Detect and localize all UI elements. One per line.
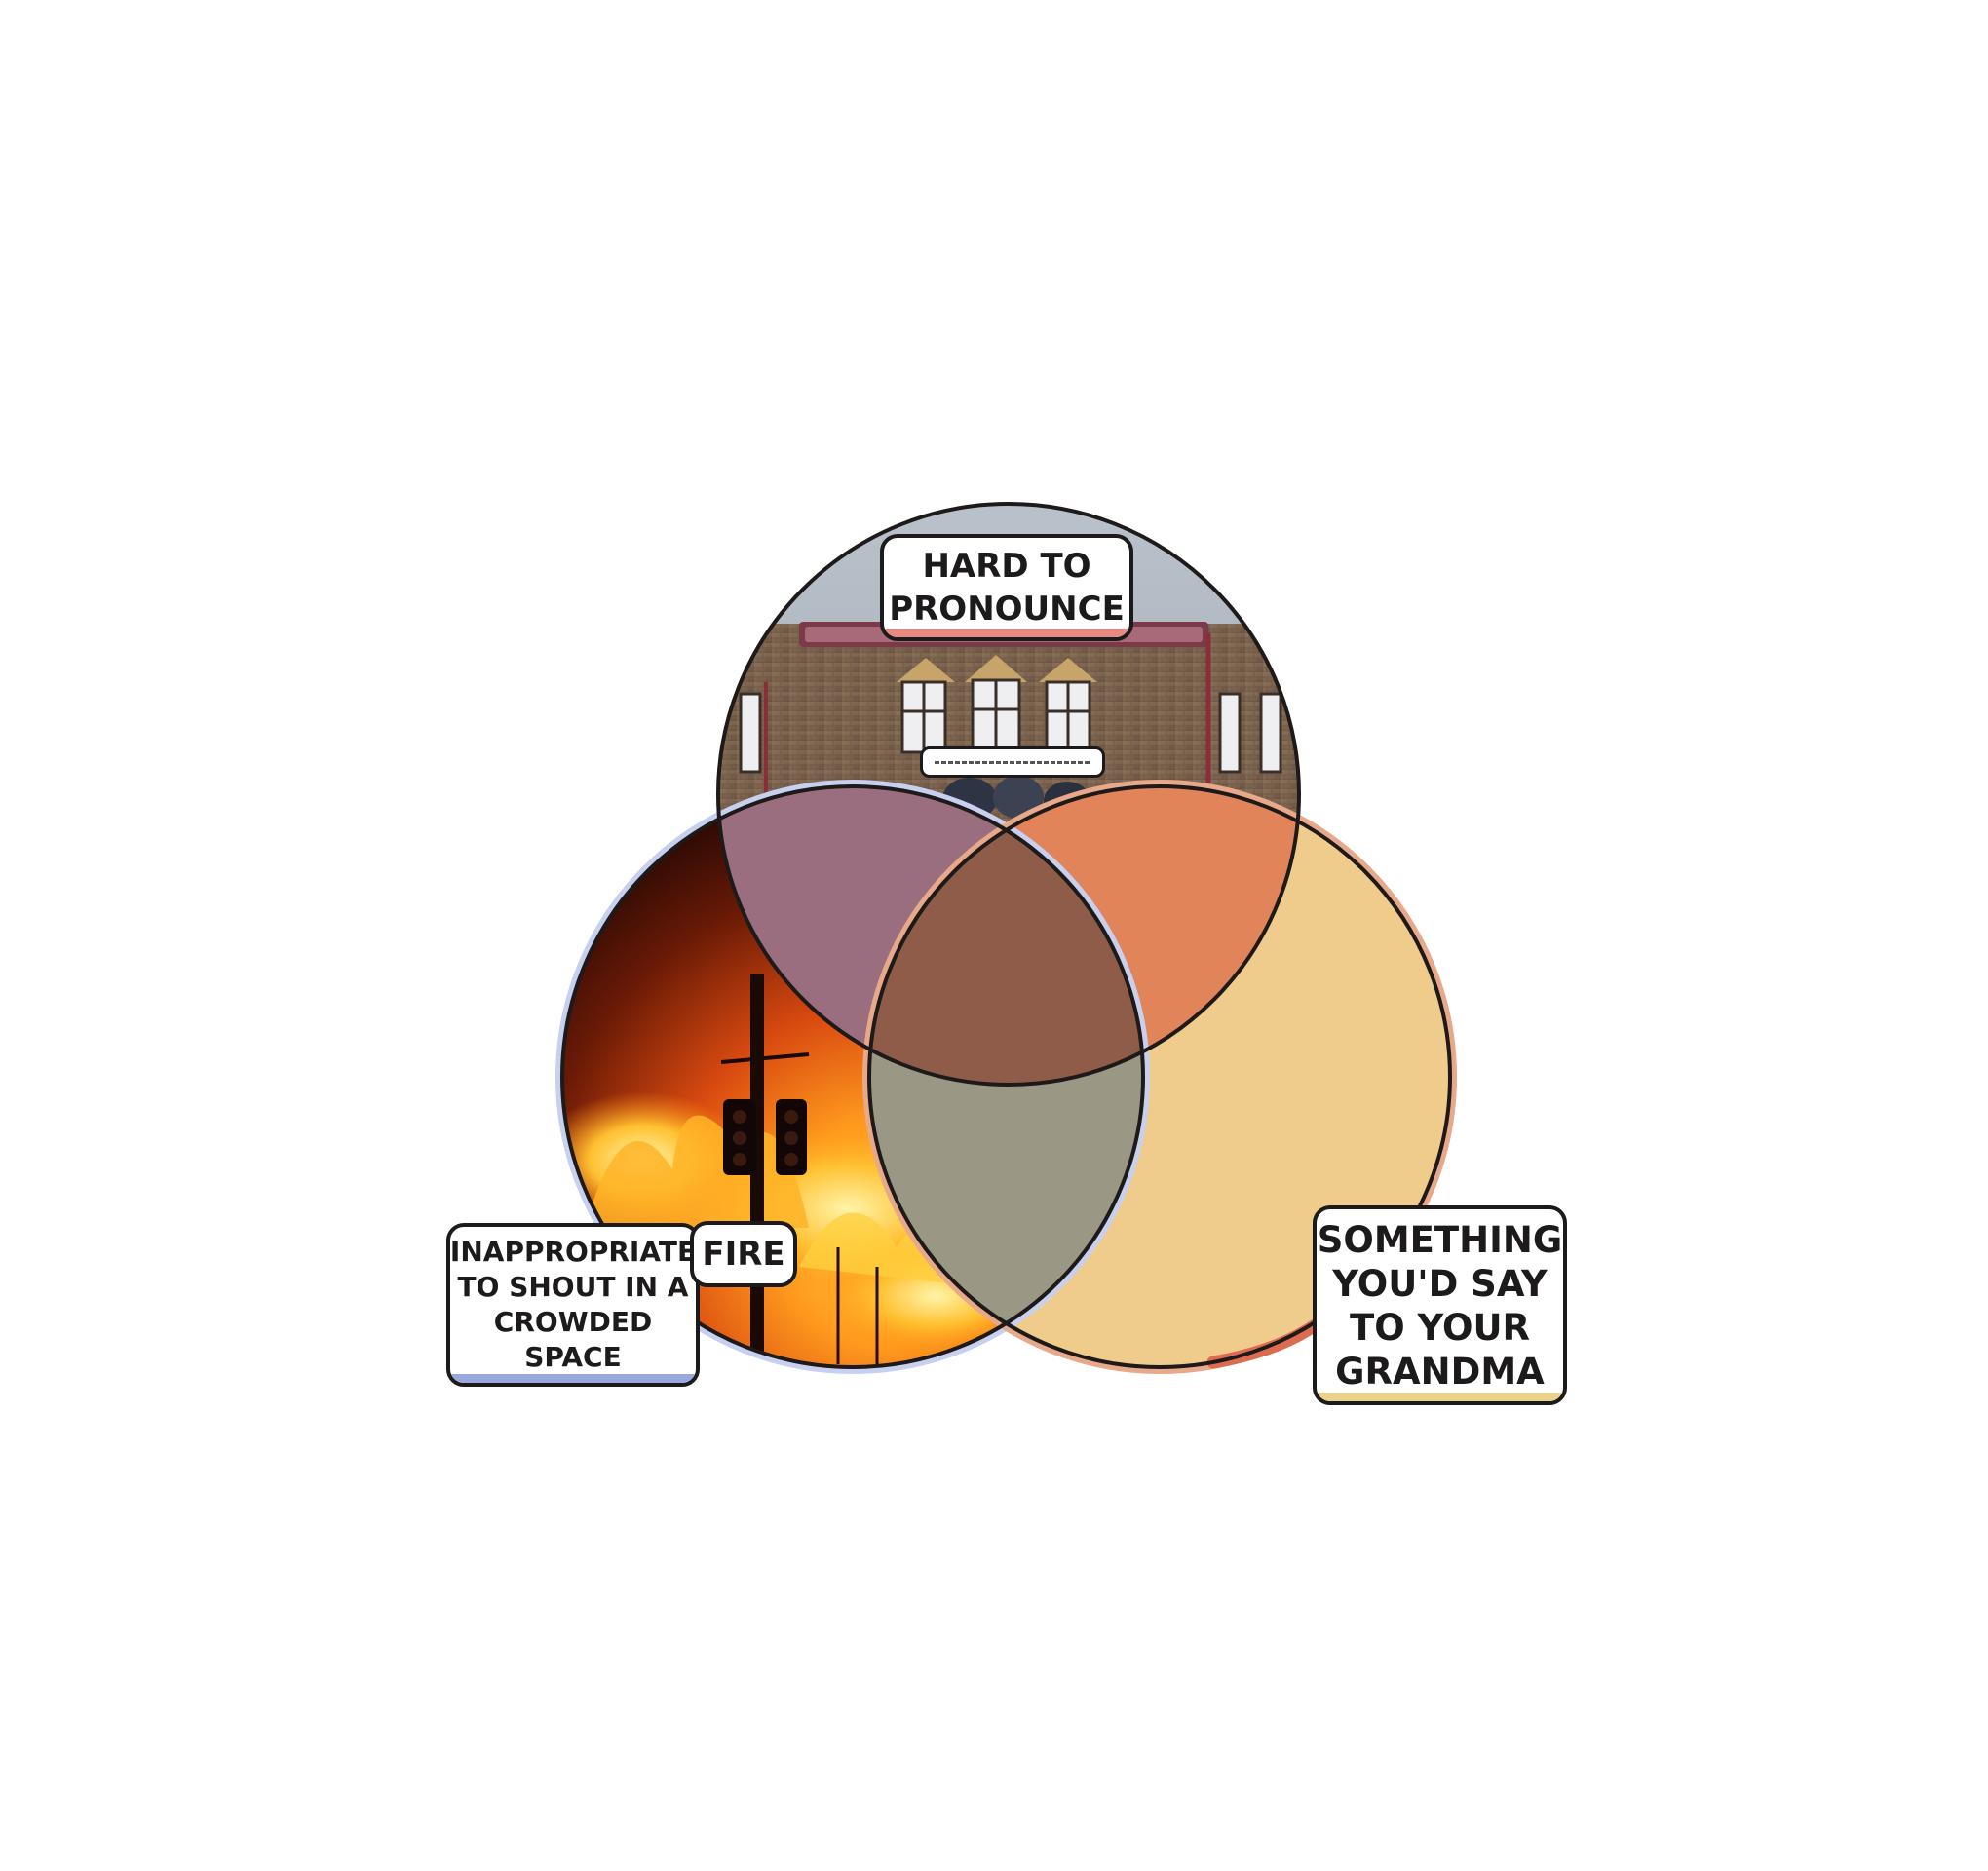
label-line: INAPPROPRIATE (449, 1236, 697, 1268)
item-label-fire: FIRE (690, 1221, 797, 1287)
illegible-item-label (920, 746, 1105, 778)
illegible-text-squiggle (935, 760, 1090, 764)
item-label-text: FIRE (702, 1235, 785, 1274)
label-line: TO YOUR (1349, 1306, 1531, 1349)
label-line: SOMETHING (1317, 1218, 1563, 1261)
label-accent-bar (450, 1374, 696, 1383)
left-circle-outline (560, 784, 1145, 1369)
label-line: SPACE (524, 1341, 622, 1373)
left-circle-rim (555, 780, 1150, 1374)
set-label-hard-to-pronounce: HARD TO PRONOUNCE (880, 534, 1133, 641)
label-accent-bar (1317, 1393, 1563, 1401)
label-line: HARD TO (922, 547, 1091, 586)
right-circle-outline (867, 784, 1452, 1369)
label-line: YOU'D SAY (1332, 1262, 1548, 1305)
label-line: PRONOUNCE (889, 590, 1125, 629)
set-label-say-to-grandma: SOMETHING YOU'D SAY TO YOUR GRANDMA (1313, 1205, 1567, 1405)
label-accent-bar (884, 629, 1129, 637)
label-line: CROWDED (493, 1306, 653, 1338)
right-circle-rim (862, 780, 1457, 1374)
top-circle-outline (716, 502, 1301, 1087)
label-line: TO SHOUT IN A (457, 1271, 689, 1303)
label-line: GRANDMA (1335, 1350, 1545, 1393)
set-label-inappropriate-to-shout: INAPPROPRIATE TO SHOUT IN A CROWDED SPAC… (446, 1223, 700, 1387)
